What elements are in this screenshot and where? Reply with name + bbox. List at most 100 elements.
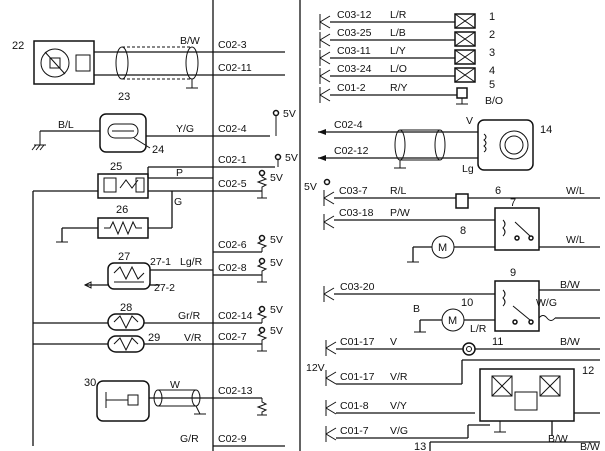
component-23-24: 23 24 B/L Y/G — [31, 91, 213, 156]
voltage-5v-6: 5V — [270, 304, 283, 316]
label-7: 7 — [510, 197, 516, 209]
pin-c01-17b: C01-17 — [340, 371, 375, 383]
wire-b-w-3: B/W — [548, 433, 568, 445]
label-24: 24 — [152, 144, 164, 156]
pin-c03-24: C03-24 — [337, 63, 372, 75]
wire-w-l-1: W/L — [566, 185, 585, 197]
wire-p-w: P/W — [390, 207, 410, 219]
label-5: 5 — [489, 79, 495, 91]
label-3: 3 — [489, 47, 495, 59]
pin-c01-8: C01-8 — [340, 400, 369, 412]
wire-b-o: B/O — [485, 95, 503, 107]
ecu-left-pins: C02-3 C02-11 C02-4 C02-1 C02-5 C02-6 C02… — [218, 39, 253, 445]
label-2: 2 — [489, 29, 495, 41]
pin-c01-7: C01-7 — [340, 425, 369, 437]
wire-bw-left: B/W — [180, 35, 200, 47]
wire-v-r-left: V/R — [184, 332, 202, 344]
wire-r-y: R/Y — [390, 82, 408, 94]
wire-r-l: R/L — [390, 185, 407, 197]
label-27-1: 27-1 — [150, 256, 171, 268]
label-1: 1 — [489, 11, 495, 23]
label-27-2: 27-2 — [154, 282, 175, 294]
label-9: 9 — [510, 267, 516, 279]
wire-b-w-2: B/W — [560, 336, 580, 348]
label-23: 23 — [118, 91, 130, 103]
wire-v-r-right: V/R — [390, 371, 408, 383]
wire-lg: Lg — [462, 163, 474, 175]
label-8: 8 — [460, 225, 466, 237]
wire-yg: Y/G — [176, 123, 194, 135]
label-10: 10 — [461, 297, 473, 309]
component-11-12: C01-17 V 11 B/W 12V C01-17 C01-8 C01-7 V… — [306, 336, 600, 451]
pin-c02-13: C02-13 — [218, 385, 253, 397]
wire-l-b: L/B — [390, 27, 406, 39]
wire-w-l-2: W/L — [566, 234, 585, 246]
pin-c02-11: C02-11 — [218, 62, 252, 74]
wire-b-w-4: B/W — [580, 441, 600, 451]
pin-c03-12: C03-12 — [337, 9, 372, 21]
component-28-29: 28 Gr/R 29 V/R — [33, 302, 213, 353]
label-28: 28 — [120, 302, 132, 314]
label-14: 14 — [540, 124, 552, 136]
label-4: 4 — [489, 65, 495, 77]
pin-c02-5: C02-5 — [218, 178, 247, 190]
wire-v-2: V — [390, 336, 397, 348]
label-26: 26 — [116, 204, 128, 216]
voltage-5v-2: 5V — [285, 152, 298, 164]
wire-lg-r: Lg/R — [180, 256, 203, 268]
wire-l-y: L/Y — [390, 45, 406, 57]
component-27: 27 27-1 Lg/R 27-2 — [83, 251, 213, 294]
pin-c03-20: C03-20 — [340, 281, 375, 293]
component-22-sensor: 22 B/W — [12, 35, 213, 89]
ecu-left-wires — [213, 51, 285, 447]
component-25-26: 25 P 26 G — [32, 161, 213, 446]
voltage-5v-5: 5V — [270, 257, 283, 269]
wire-v-g: V/G — [390, 425, 408, 437]
wire-l-r: L/R — [390, 9, 407, 21]
wire-b-label: B — [413, 303, 420, 315]
wire-gr-r: Gr/R — [178, 310, 201, 322]
wire-b-w-1: B/W — [560, 279, 580, 291]
pin-c03-11: C03-11 — [337, 45, 371, 57]
wire-w-g: W/G — [536, 297, 557, 309]
wire-l-r-2: L/R — [470, 323, 487, 335]
voltage-5v-7: 5V — [270, 325, 283, 337]
pin-c02-12-right: C02-12 — [334, 145, 369, 157]
pin-c03-18: C03-18 — [339, 207, 374, 219]
pin-c01-17a: C01-17 — [340, 336, 375, 348]
injector-outputs: C03-12 C03-25 C03-11 C03-24 C01-2 L/R L/… — [319, 9, 503, 107]
label-25: 25 — [110, 161, 122, 173]
wire-g-r: G/R — [180, 433, 199, 445]
pin-c01-2: C01-2 — [337, 82, 366, 94]
voltage-5v-8: 5V — [304, 181, 317, 193]
component-14-sensor: C02-4 C02-12 14 V Lg — [318, 115, 552, 175]
motor-10-symbol: M — [448, 315, 457, 327]
pin-c02-4: C02-4 — [218, 123, 247, 135]
wire-p: P — [176, 167, 183, 179]
wire-g: G — [174, 196, 182, 208]
pin-c03-25: C03-25 — [337, 27, 372, 39]
label-27: 27 — [118, 251, 130, 263]
pin-c02-8: C02-8 — [218, 262, 247, 274]
relay-9-circuit: C03-20 9 B/W W/G M 10 B L/R — [323, 267, 600, 335]
wire-v: V — [466, 115, 473, 127]
label-29: 29 — [148, 332, 160, 344]
pin-c02-6: C02-6 — [218, 239, 247, 251]
pin-c02-7: C02-7 — [218, 331, 247, 343]
label-12: 12 — [582, 365, 594, 377]
voltage-5v-4: 5V — [270, 234, 283, 246]
pin-c02-4-right: C02-4 — [334, 119, 363, 131]
label-13: 13 — [414, 441, 426, 451]
wire-v-y: V/Y — [390, 400, 407, 412]
label-6: 6 — [495, 185, 501, 197]
pin-c02-3: C02-3 — [218, 39, 247, 51]
wire-bl: B/L — [58, 119, 74, 131]
pin-c02-1: C02-1 — [218, 154, 247, 166]
motor-8-symbol: M — [438, 242, 447, 254]
pin-c02-9: C02-9 — [218, 433, 247, 445]
pullup-symbols: 5V 5V 5V 5V 5V 5V 5V — [256, 108, 298, 416]
component-30: 30 W G/R — [84, 377, 213, 445]
voltage-12v: 12V — [306, 362, 325, 374]
voltage-5v-1: 5V — [283, 108, 296, 120]
